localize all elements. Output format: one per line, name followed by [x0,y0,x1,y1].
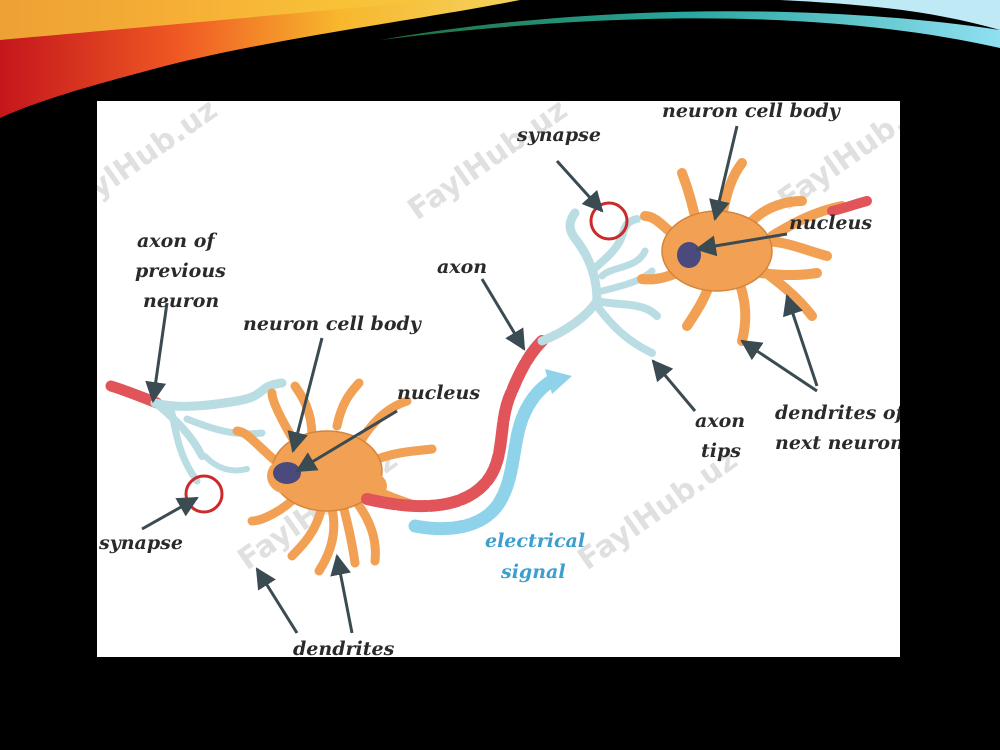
watermark-5: FaylHub.uz [572,442,744,577]
label-axon-of-previous-3: neuron [143,290,219,312]
label-electrical-signal-1: electrical [485,530,585,552]
neuron-diagram: FaylHub.uz FaylHub.uz FaylHub.uz FaylHub… [97,101,900,657]
label-axon-of-previous-2: previous [135,260,226,282]
previous-axon [105,378,287,485]
top-swoosh-decoration [0,0,1000,118]
synapse-circle-left [184,474,224,514]
label-dendrites-of-next-2: next neuron [775,432,900,454]
electrical-signal-arrow [408,369,572,536]
label-axon-tips-1: axon [695,410,745,432]
label-neuron-cell-body-left: neuron cell body [243,313,423,335]
right-neuron [637,158,872,346]
label-axon-tips-2: tips [701,440,741,462]
label-electrical-signal-2: signal [500,561,566,583]
label-dendrites-of-next-1: dendrites of [775,402,900,424]
watermark-2: FaylHub.uz [402,101,574,228]
label-synapse-right: synapse [516,124,601,146]
nucleus-left-shape [273,462,301,484]
label-neuron-cell-body-right: neuron cell body [662,101,842,122]
axon-tips [565,208,661,357]
pointer-arrows [141,125,819,634]
labels: axon of previous neuron neuron cell body… [98,101,900,657]
watermark-1: FaylHub.uz [97,101,224,228]
label-nucleus-right: nucleus [789,212,872,234]
label-nucleus-left: nucleus [397,382,480,404]
label-axon-of-previous-1: axon of [137,230,217,252]
label-axon: axon [437,256,487,278]
synapse-circle-right [589,201,629,241]
nucleus-right-shape [677,242,701,268]
label-synapse-left: synapse [98,532,183,554]
label-dendrites: dendrites [293,638,395,657]
neuron-diagram-panel: FaylHub.uz FaylHub.uz FaylHub.uz FaylHub… [97,101,900,657]
